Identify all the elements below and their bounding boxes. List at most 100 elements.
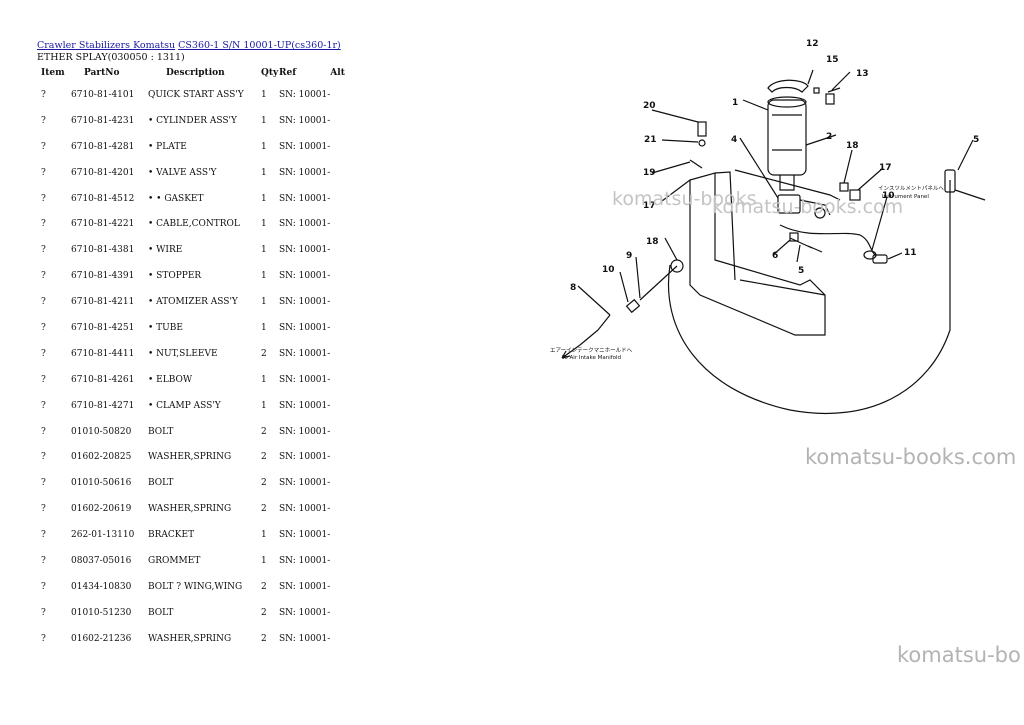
col-header-item: Item	[41, 68, 65, 78]
cell-item: ?	[41, 607, 46, 618]
cell-qty: 2	[261, 348, 267, 359]
cell-description: • ELBOW	[148, 374, 193, 385]
cell-ref: SN: 10001-	[279, 167, 331, 178]
cell-description: WASHER,SPRING	[148, 504, 232, 515]
cell-item: ?	[41, 348, 46, 359]
cell-qty: 2	[261, 504, 267, 515]
cell-ref: SN: 10001-	[279, 297, 331, 308]
cell-item: ?	[41, 193, 46, 204]
cell-item: ?	[41, 530, 46, 541]
cell-description: BOLT	[148, 607, 174, 618]
cell-partno: 01602-21236	[71, 633, 132, 644]
callout-13: 13	[856, 69, 869, 79]
label-intake-manifold: To Air Intake Manifold	[561, 355, 621, 361]
cell-qty: 1	[261, 89, 267, 100]
cell-item: ?	[41, 219, 46, 230]
cell-ref: SN: 10001-	[279, 478, 331, 489]
cell-item: ?	[41, 504, 46, 515]
cell-ref: SN: 10001-	[279, 219, 331, 230]
cell-ref: SN: 10001-	[279, 530, 331, 541]
cell-item: ?	[41, 297, 46, 308]
col-header-ref: Ref	[279, 68, 297, 78]
callout-15: 17	[879, 163, 892, 173]
cell-partno: 01434-10830	[71, 581, 132, 592]
callout-10: 10	[602, 265, 615, 275]
callout-4: 4	[731, 135, 737, 145]
cell-description: WASHER,SPRING	[148, 452, 232, 463]
cell-alt	[330, 522, 350, 548]
cell-qty: 2	[261, 607, 267, 618]
breadcrumb: Crawler Stabilizers Komatsu CS360-1 S/N …	[37, 40, 341, 51]
cell-alt	[330, 419, 350, 445]
cell-description: • CLAMP ASS'Y	[148, 400, 221, 411]
cell-ref: SN: 10001-	[279, 581, 331, 592]
cell-ref: SN: 10001-	[279, 555, 331, 566]
cell-ref: SN: 10001-	[279, 141, 331, 152]
callout-9: 9	[626, 251, 632, 261]
label-instrument-panel: Instrument Panel	[882, 194, 929, 200]
cell-item: ?	[41, 374, 46, 385]
cell-partno: 6710-81-4281	[71, 141, 135, 152]
cell-alt	[330, 470, 350, 496]
cell-qty: 1	[261, 555, 267, 566]
cell-ref: SN: 10001-	[279, 89, 331, 100]
watermark-1: komatsu-books.com	[805, 445, 1017, 469]
cell-partno: 01010-51230	[71, 607, 132, 618]
cell-description: • TUBE	[148, 322, 183, 333]
cell-ref: SN: 10001-	[279, 245, 331, 256]
col-header-partno: PartNo	[84, 68, 120, 78]
cell-qty: 1	[261, 245, 267, 256]
cell-partno: 6710-81-4251	[71, 322, 135, 333]
cell-description: GROMMET	[148, 555, 201, 566]
callout-8: 8	[570, 283, 576, 293]
cell-alt	[330, 600, 350, 626]
cell-description: BOLT	[148, 478, 174, 489]
cell-description: QUICK START ASS'Y	[148, 89, 244, 100]
callout-11: 11	[904, 248, 917, 258]
cell-item: ?	[41, 633, 46, 644]
cell-description: BRACKET	[148, 530, 195, 541]
col-header-alt: Alt	[330, 68, 345, 78]
cell-description: • • GASKET	[148, 193, 204, 204]
breadcrumb-link-category[interactable]: Crawler Stabilizers Komatsu	[37, 40, 176, 51]
cell-qty: 1	[261, 219, 267, 230]
cell-item: ?	[41, 89, 46, 100]
cell-item: ?	[41, 322, 46, 333]
cell-partno: 01602-20619	[71, 504, 132, 515]
cell-ref: SN: 10001-	[279, 426, 331, 437]
cell-alt	[330, 315, 350, 341]
cell-partno: 6710-81-4261	[71, 374, 135, 385]
cell-description: • NUT,SLEEVE	[148, 348, 218, 359]
callout-1: 1	[732, 98, 738, 108]
breadcrumb-link-model[interactable]: CS360-1 S/N 10001-UP(cs360-1r)	[178, 40, 341, 51]
cell-qty: 1	[261, 297, 267, 308]
callout-19: 19	[643, 168, 656, 178]
cell-alt	[330, 548, 350, 574]
cell-partno: 6710-81-4512	[71, 193, 135, 204]
cell-partno: 262-01-13110	[71, 530, 135, 541]
cell-qty: 2	[261, 426, 267, 437]
cell-item: ?	[41, 271, 46, 282]
cell-item: ?	[41, 478, 46, 489]
cell-alt	[330, 289, 350, 315]
cell-alt	[330, 574, 350, 600]
cell-item: ?	[41, 245, 46, 256]
cell-alt	[330, 237, 350, 263]
callout-12: 12	[806, 39, 819, 49]
cell-item: ?	[41, 167, 46, 178]
label-instrument-jp: インスツルメントパネルへ	[878, 185, 944, 192]
cell-partno: 6710-81-4211	[71, 297, 135, 308]
callout-20: 20	[643, 101, 656, 111]
cell-description: • STOPPER	[148, 271, 202, 282]
cell-ref: SN: 10001-	[279, 115, 331, 126]
cell-item: ?	[41, 581, 46, 592]
cell-partno: 6710-81-4101	[71, 89, 135, 100]
